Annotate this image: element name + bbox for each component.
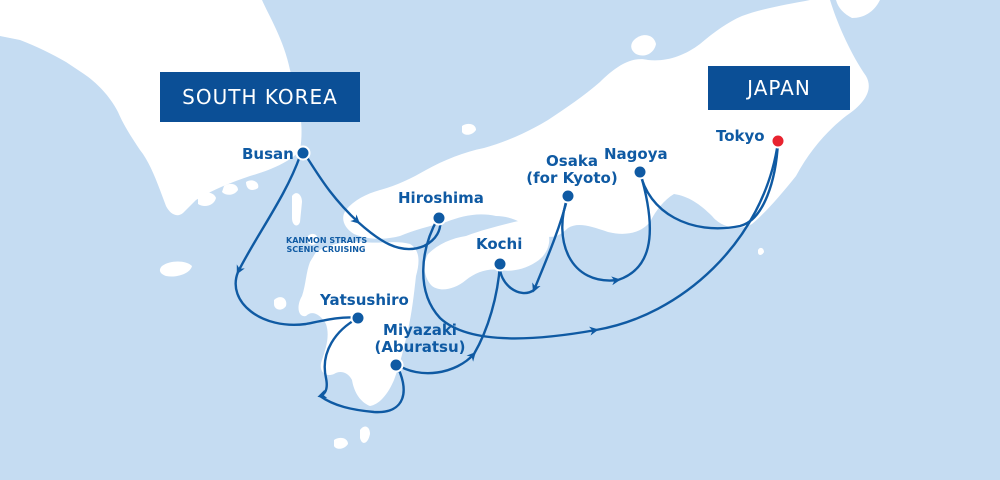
oki-island	[462, 123, 476, 135]
busan-port-icon[interactable]	[295, 145, 311, 161]
country-label-japan: JAPAN	[708, 66, 850, 110]
kanmon-straits-annotation: KANMON STRAITS SCENIC CRUISING	[286, 236, 368, 254]
kochi-port-icon[interactable]	[492, 256, 508, 272]
tsushima-island	[292, 193, 302, 226]
route-kochi-bay	[472, 263, 502, 355]
miyazaki-port-icon[interactable]	[388, 357, 404, 373]
korea-island-2	[222, 183, 238, 195]
honshu-landmass	[343, 0, 869, 239]
port-label-osaka-name: Osaka	[546, 152, 598, 170]
country-label-south-korea: SOUTH KOREA	[160, 72, 360, 122]
yakushima-island	[334, 437, 348, 449]
osaka-port-icon[interactable]	[560, 188, 576, 204]
port-label-tokyo: Tokyo	[716, 127, 765, 145]
amakusa-island	[334, 333, 346, 349]
route-miyazaki-southloop	[319, 363, 405, 414]
izu-island	[758, 247, 764, 255]
port-label-yatsushiro: Yatsushiro	[320, 291, 409, 309]
jeju-island	[159, 261, 192, 277]
port-label-nagoya: Nagoya	[604, 145, 668, 163]
port-label-miyazaki-name: Miyazaki	[383, 321, 457, 339]
route-miyazaki-kochi	[395, 351, 476, 375]
route-yatsushiro-southloop	[317, 316, 359, 399]
route-westloop-yatsushiro	[234, 271, 359, 327]
iki-island	[308, 233, 318, 245]
route-kanmon-hiroshima	[357, 217, 442, 251]
hiroshima-port-icon[interactable]	[431, 210, 447, 226]
port-label-osaka: Osaka (for Kyoto)	[522, 153, 622, 187]
port-label-osaka-note: (for Kyoto)	[526, 169, 618, 187]
annotation-line-1: KANMON STRAITS	[286, 236, 368, 245]
nagoya-port-icon[interactable]	[632, 164, 648, 180]
country-label-text: SOUTH KOREA	[182, 85, 338, 109]
route-busan-westloop	[236, 155, 302, 275]
port-markers	[295, 133, 786, 373]
route-pacific-tokyo	[595, 141, 780, 332]
route-hiroshima-pacific	[422, 217, 599, 340]
route-nagoya-tokyo	[638, 141, 780, 230]
port-label-busan: Busan	[242, 145, 294, 163]
sado-island	[631, 35, 656, 56]
route-busan-kanmon	[305, 155, 360, 224]
port-label-miyazaki: Miyazaki (Aburatsu)	[370, 322, 470, 356]
shikoku-landmass	[424, 220, 550, 290]
korea-island-1	[198, 192, 216, 206]
country-label-text: JAPAN	[747, 76, 811, 100]
korea-landmass	[0, 0, 302, 216]
goto-islands	[274, 297, 287, 310]
yatsushiro-port-icon[interactable]	[350, 310, 366, 326]
port-label-miyazaki-note: (Aburatsu)	[374, 338, 466, 356]
hokkaido-landmass	[836, 0, 880, 18]
route-nagoya-loop	[617, 171, 652, 282]
cruise-routes	[234, 141, 780, 414]
route-osaka-nagoya	[561, 195, 621, 286]
port-label-hiroshima: Hiroshima	[398, 189, 484, 207]
port-label-kochi: Kochi	[476, 235, 523, 253]
tokyo-destination-icon[interactable]	[770, 133, 786, 149]
tanegashima-island	[360, 426, 370, 443]
annotation-line-2: SCENIC CRUISING	[286, 245, 366, 254]
korea-island-3	[246, 180, 259, 190]
